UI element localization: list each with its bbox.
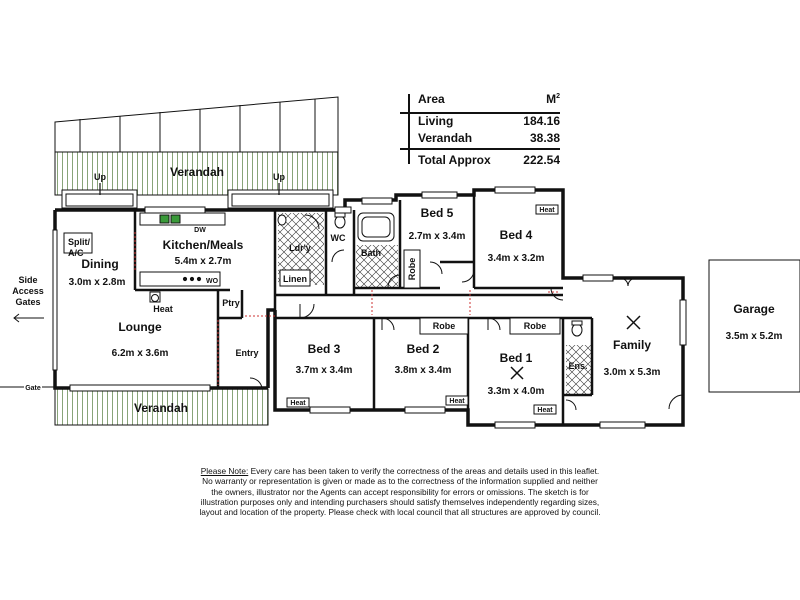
area-total-divider (400, 148, 560, 150)
area-header-unit: M2 (546, 92, 560, 112)
rear-verandah (54, 96, 339, 196)
bed3-dim: 3.7m x 3.4m (296, 365, 353, 376)
area-table-rule (408, 94, 410, 164)
dining-name: Dining (81, 257, 118, 271)
area-header-label: Area (418, 92, 445, 106)
side-access-arrow (0, 313, 55, 388)
front-verandah (54, 388, 269, 426)
area-total-label: Total Approx (418, 153, 491, 167)
area-row-living: Living 184.16 (400, 114, 560, 131)
bed5-name: Bed 5 (421, 206, 454, 220)
note-line-3: the owners, illustrator nor the Agents c… (211, 486, 589, 497)
area-living-label: Living (418, 114, 454, 128)
lounge-dim: 6.2m x 3.6m (112, 348, 169, 359)
kitchen-dim: 5.4m x 2.7m (175, 256, 232, 267)
bed3-name: Bed 3 (308, 342, 341, 356)
note-line-1: Please Note: Every care has been taken t… (160, 466, 640, 476)
bed2-dim: 3.8m x 3.4m (395, 365, 452, 376)
side-access-label-1: Side (18, 275, 37, 285)
lounge-name: Lounge (118, 320, 162, 334)
side-access-label-2: Access (12, 286, 44, 296)
step-up-label-right: Up (273, 172, 285, 182)
step-up-label-left: Up (94, 172, 106, 182)
lounge-heat-label: Heat (153, 304, 173, 314)
bathroom-fittings (277, 212, 583, 337)
front-verandah-label: Verandah (134, 401, 188, 415)
area-unit-superscript: 2 (556, 93, 560, 100)
ceiling-fan-icons (510, 315, 641, 380)
area-row-total: Total Approx 222.54 (400, 150, 560, 170)
bed4-name: Bed 4 (500, 228, 533, 242)
area-verandah-label: Verandah (418, 131, 473, 145)
bed1-heat-label: Heat (537, 407, 553, 414)
windows (52, 186, 687, 429)
disclaimer-note: Please Note: Every care has been taken t… (160, 466, 640, 517)
pantry-label: Ptry (222, 298, 240, 308)
family-name: Family (613, 338, 651, 352)
bed4-heat-label: Heat (539, 207, 555, 214)
kitchen-bench (139, 212, 226, 303)
garage-name: Garage (733, 302, 775, 316)
door-swings (249, 214, 684, 411)
openings (134, 232, 560, 385)
note-text-1: Every care has been taken to verify the … (248, 466, 600, 476)
side-access-label-3: Gates (15, 297, 40, 307)
robe-boxes (279, 249, 561, 335)
rear-verandah-label: Verandah (170, 165, 224, 179)
bed4-dim: 3.4m x 3.2m (488, 253, 545, 264)
note-line-2: No warranty or representation is given o… (202, 476, 598, 487)
split-ac-label-2: A/C (68, 248, 84, 258)
area-unit: M (546, 92, 557, 106)
kitchen-name: Kitchen/Meals (163, 238, 244, 252)
heater-boxes (63, 204, 559, 415)
area-total-value: 222.54 (523, 153, 560, 167)
wall-oven-label: WO (206, 278, 219, 285)
area-verandah-value: 38.38 (529, 131, 560, 145)
area-table-header: Area M2 (400, 92, 560, 112)
note-line-5: layout and location of the property. Ple… (199, 507, 601, 518)
garage-dim: 3.5m x 5.2m (726, 331, 783, 342)
wc-label: WC (331, 233, 346, 243)
bed2-name: Bed 2 (407, 342, 440, 356)
note-line-4: illustration purposes only and intending… (200, 496, 600, 507)
bed2-heat-label: Heat (449, 398, 465, 405)
bath-robe-label: Robe (407, 258, 417, 281)
ensuite-label: Ens. (568, 361, 587, 371)
entry-label: Entry (235, 348, 258, 358)
gate-label: Gate (25, 385, 41, 392)
garage-outline (708, 259, 800, 393)
linen-label: Linen (283, 274, 307, 284)
bath-label: Bath (361, 248, 381, 258)
laundry-label: Ldr'y (289, 243, 311, 253)
bed3-heat-label: Heat (290, 400, 306, 407)
bed1-name: Bed 1 (500, 351, 533, 365)
area-row-verandah: Verandah 38.38 (400, 131, 560, 148)
note-heading: Please Note: (200, 466, 249, 476)
area-header-divider (400, 112, 560, 114)
area-table: Area M2 Living 184.16 Verandah 38.38 Tot… (400, 92, 560, 170)
step-arrows (99, 183, 280, 195)
family-dim: 3.0m x 5.3m (604, 367, 661, 378)
dining-dim: 3.0m x 2.8m (69, 277, 126, 288)
area-living-value: 184.16 (523, 114, 560, 128)
bed1-dim: 3.3m x 4.0m (488, 386, 545, 397)
dishwasher-label: DW (194, 227, 206, 234)
bed1-robe-label: Robe (524, 321, 547, 331)
split-ac-label-1: Split/ (68, 237, 90, 247)
bed5-dim: 2.7m x 3.4m (409, 231, 466, 242)
rear-steps (61, 189, 334, 209)
bed2-robe-label: Robe (433, 321, 456, 331)
